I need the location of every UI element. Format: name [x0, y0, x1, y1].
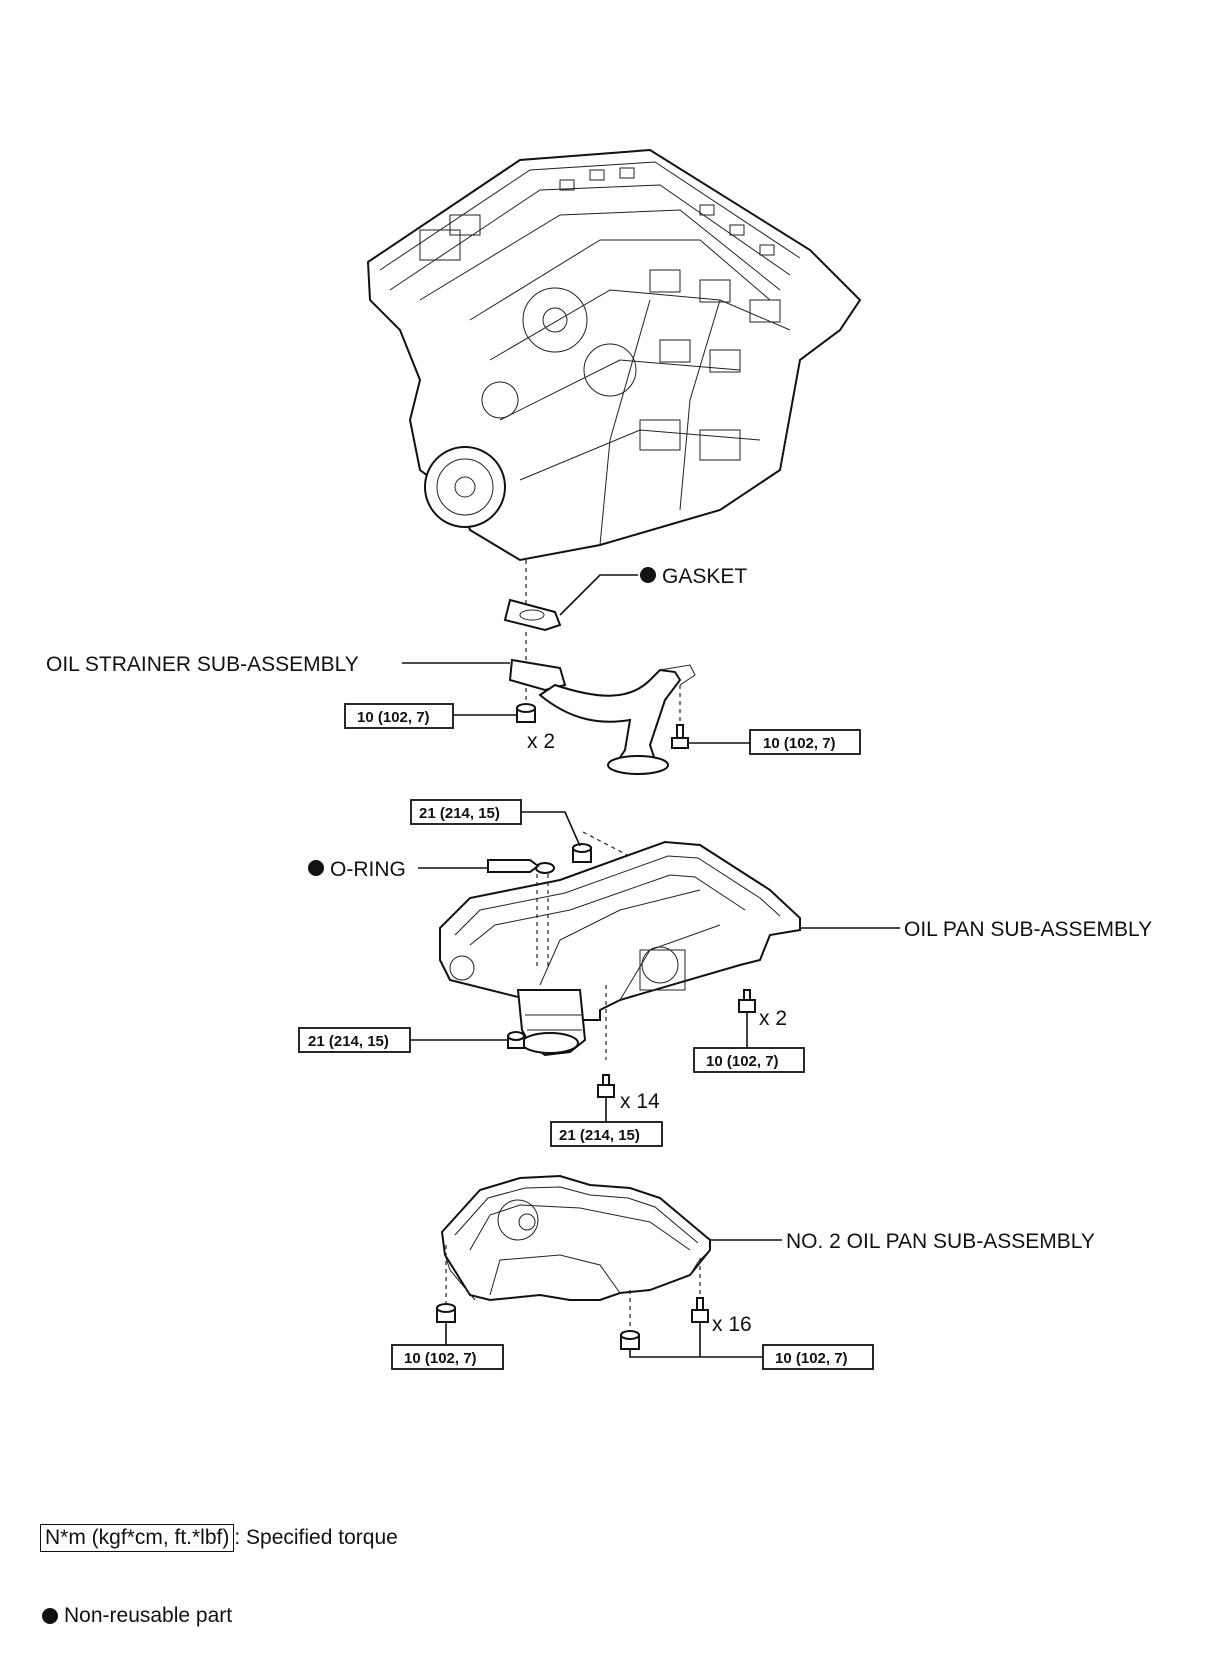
- legend-nonreusable: Non-reusable part: [42, 1604, 232, 1628]
- no2-right-qty: x 16: [712, 1313, 752, 1336]
- legend-specified-torque: N*m (kgf*cm, ft.*lbf): Specified torque: [40, 1524, 398, 1552]
- engine-assembly-illustration: [366, 148, 862, 562]
- gasket-label: GASKET: [662, 565, 747, 588]
- pan-bottom-qty: x 14: [620, 1090, 660, 1113]
- pan-left-torque-box: [298, 1027, 411, 1053]
- no2-mid-nut: [620, 1330, 640, 1350]
- strainer-left-torque-value: 10 (102, 7): [357, 709, 430, 726]
- pan-right-qty: x 2: [759, 1007, 787, 1030]
- oil-strainer-label: OIL STRAINER SUB-ASSEMBLY: [46, 653, 359, 676]
- no2-oil-pan-label: NO. 2 OIL PAN SUB-ASSEMBLY: [786, 1230, 1095, 1253]
- legend-nonreusable-dot: [42, 1608, 58, 1624]
- oil-strainer-part: [508, 658, 696, 775]
- no2-left-torque-value: 10 (102, 7): [404, 1350, 477, 1367]
- pan-right-torque-box: [693, 1047, 805, 1073]
- pan-top-bolt: [572, 843, 592, 863]
- pan-right-bolt: [738, 989, 756, 1013]
- strainer-bolt-right: [671, 724, 689, 749]
- pan-top-torque-value: 21 (214, 15): [419, 805, 500, 822]
- gasket-nonreusable-dot: [640, 567, 656, 583]
- no2-right-bolt: [691, 1297, 709, 1323]
- oil-pan-part: [439, 840, 801, 1057]
- pan-left-torque-value: 21 (214, 15): [308, 1033, 389, 1050]
- pan-bottom-bolt: [597, 1074, 615, 1098]
- o-ring-label: O-RING: [330, 858, 406, 881]
- pan-right-torque-value: 10 (102, 7): [706, 1053, 779, 1070]
- strainer-right-torque-box: [749, 729, 861, 755]
- pan-bottom-torque-value: 21 (214, 15): [559, 1127, 640, 1144]
- legend-torque-box: N*m (kgf*cm, ft.*lbf): [40, 1524, 235, 1552]
- legend-nonreusable-text: Non-reusable part: [64, 1604, 233, 1627]
- pan-top-torque-leader: [521, 811, 581, 847]
- pan-bottom-torque-box: [550, 1121, 663, 1147]
- o-ring-nonreusable-dot: [308, 860, 324, 876]
- legend-torque-text: : Specified torque: [234, 1526, 398, 1549]
- no2-oil-pan-part: [440, 1174, 711, 1302]
- gasket-part: [503, 598, 562, 632]
- alignment-line-pan-top: [582, 831, 634, 859]
- no2-left-torque-box: [391, 1344, 504, 1370]
- strainer-left-torque-box: [344, 703, 454, 729]
- no2-left-nut: [436, 1303, 456, 1323]
- gasket-leader-line: [559, 574, 638, 616]
- oil-pan-label: OIL PAN SUB-ASSEMBLY: [904, 918, 1152, 941]
- pan-left-nut: [507, 1031, 525, 1049]
- strainer-right-torque-value: 10 (102, 7): [763, 735, 836, 752]
- strainer-nut-left: [516, 703, 536, 723]
- no2-right-torque-value: 10 (102, 7): [775, 1350, 848, 1367]
- pan-top-torque-box: [410, 799, 522, 825]
- strainer-qty: x 2: [527, 730, 555, 753]
- no2-right-torque-leader: [629, 1322, 763, 1358]
- no2-right-torque-box: [762, 1344, 874, 1370]
- o-ring-part: [535, 862, 555, 874]
